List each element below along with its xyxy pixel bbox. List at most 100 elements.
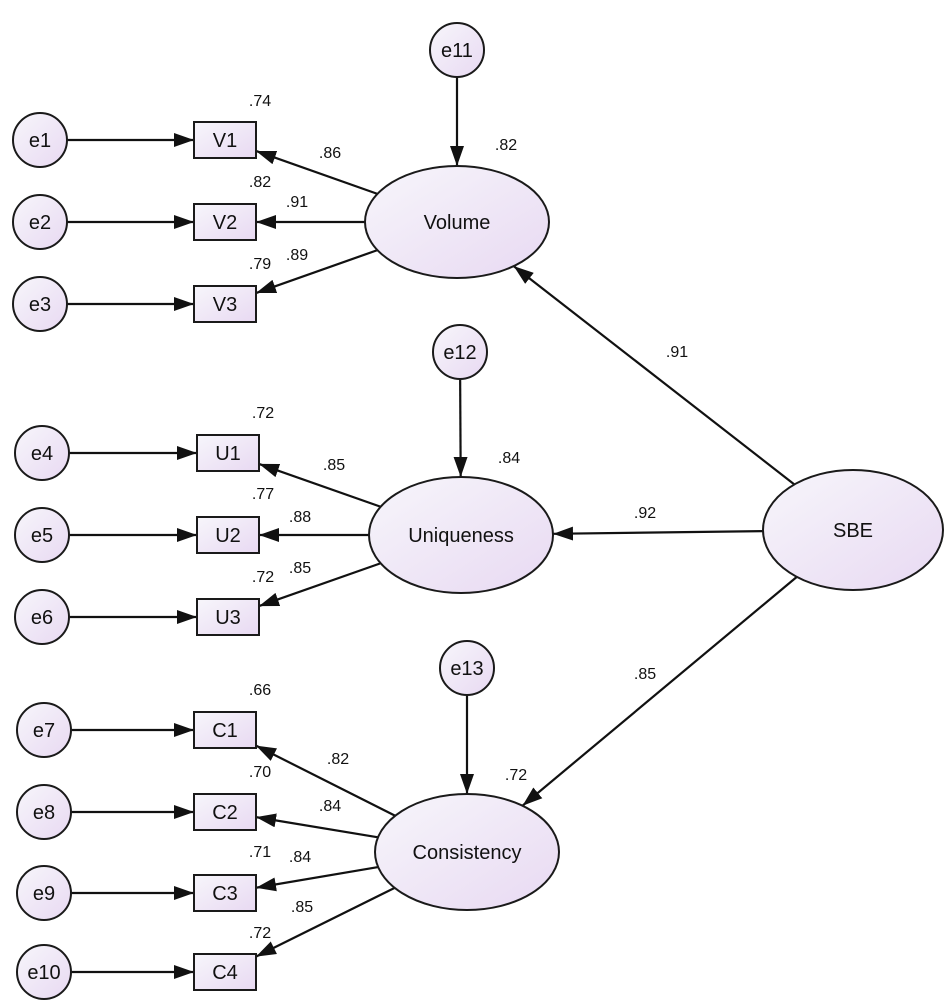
- node-label: Consistency: [413, 842, 522, 864]
- ellipse-shape: [374, 793, 560, 911]
- node-label: e10: [27, 962, 60, 984]
- indicator-v3: V3: [193, 285, 257, 323]
- path-coefficient-uniqueness-u1: .85: [323, 457, 345, 474]
- path-arrow-volume-to-v1: [255, 149, 378, 195]
- error-term-e5: e5: [14, 507, 70, 563]
- latent-uniqueness: Uniqueness: [368, 476, 554, 594]
- rect-shape: [196, 598, 260, 636]
- path-coefficient-sbe-volume: .91: [666, 344, 688, 361]
- circle-shape: [16, 944, 72, 1000]
- r-squared-c2: .70: [249, 764, 271, 781]
- circle-shape: [16, 865, 72, 921]
- node-label: U2: [215, 525, 241, 547]
- path-arrow-consistency-to-c2: [255, 813, 379, 839]
- node-label: e4: [31, 443, 53, 465]
- node-label: C4: [212, 962, 238, 984]
- path-arrow-sbe-to-volume: [513, 265, 796, 486]
- rect-shape: [193, 711, 257, 749]
- indicator-v1: V1: [193, 121, 257, 159]
- error-term-e9: e9: [16, 865, 72, 921]
- path-coefficient-consistency-c3: .84: [289, 849, 311, 866]
- rect-shape: [193, 203, 257, 241]
- error-term-e3: e3: [12, 276, 68, 332]
- path-coefficient-consistency-c4: .85: [291, 899, 313, 916]
- node-label: C2: [212, 802, 238, 824]
- r-squared-v1: .74: [249, 93, 271, 110]
- rect-shape: [193, 285, 257, 323]
- path-arrow-consistency-to-c1: [255, 744, 396, 817]
- r-squared-volume: .82: [495, 137, 517, 154]
- node-label: e5: [31, 525, 53, 547]
- node-label: e13: [450, 658, 483, 680]
- r-squared-c3: .71: [249, 844, 271, 861]
- node-label: V1: [213, 130, 237, 152]
- circle-shape: [14, 425, 70, 481]
- error-term-e13: e13: [439, 640, 495, 696]
- node-label: U1: [215, 443, 241, 465]
- path-coefficient-volume-v1: .86: [319, 145, 341, 162]
- latent-volume: Volume: [364, 165, 550, 279]
- error-term-e4: e4: [14, 425, 70, 481]
- path-coefficient-consistency-c2: .84: [319, 798, 341, 815]
- path-coefficient-sbe-consistency: .85: [634, 666, 656, 683]
- node-label: V3: [213, 294, 237, 316]
- node-label: e11: [441, 40, 473, 62]
- r-squared-u1: .72: [252, 405, 274, 422]
- latent-sbe: SBE: [762, 469, 944, 591]
- path-coefficient-consistency-c1: .82: [327, 751, 349, 768]
- rect-shape: [193, 874, 257, 912]
- circle-shape: [12, 194, 68, 250]
- path-arrow-e12-to-uniqueness: [453, 378, 468, 478]
- ellipse-shape: [762, 469, 944, 591]
- node-label: Volume: [424, 212, 491, 234]
- indicator-c1: C1: [193, 711, 257, 749]
- indicator-c3: C3: [193, 874, 257, 912]
- circle-shape: [12, 112, 68, 168]
- circle-shape: [429, 22, 485, 78]
- r-squared-v2: .82: [249, 174, 271, 191]
- rect-shape: [193, 121, 257, 159]
- node-label: e12: [443, 342, 476, 364]
- r-squared-c4: .72: [249, 925, 271, 942]
- circle-shape: [439, 640, 495, 696]
- circle-shape: [14, 507, 70, 563]
- rect-shape: [193, 793, 257, 831]
- latent-consistency: Consistency: [374, 793, 560, 911]
- circle-shape: [12, 276, 68, 332]
- path-arrow-uniqueness-to-u1: [258, 462, 382, 508]
- edges-layer: [67, 77, 798, 979]
- path-arrow-uniqueness-to-u3: [258, 562, 382, 608]
- node-label: V2: [213, 212, 237, 234]
- indicator-u3: U3: [196, 598, 260, 636]
- error-term-e8: e8: [16, 784, 72, 840]
- node-label: e8: [33, 802, 55, 824]
- path-arrow-volume-to-v3: [255, 249, 378, 295]
- path-coefficient-sbe-uniqueness: .92: [634, 505, 656, 522]
- error-term-e6: e6: [14, 589, 70, 645]
- path-arrow-sbe-to-consistency: [521, 576, 798, 807]
- circle-shape: [14, 589, 70, 645]
- node-label: Uniqueness: [408, 525, 514, 547]
- indicator-u2: U2: [196, 516, 260, 554]
- rect-shape: [193, 953, 257, 991]
- rect-shape: [196, 516, 260, 554]
- path-arrow-consistency-to-c3: [255, 865, 379, 892]
- circle-shape: [16, 784, 72, 840]
- r-squared-consistency: .72: [505, 767, 527, 784]
- node-label: e3: [29, 294, 51, 316]
- error-term-e12: e12: [432, 324, 488, 380]
- node-label: C1: [212, 720, 238, 742]
- circle-shape: [432, 324, 488, 380]
- indicator-u1: U1: [196, 434, 260, 472]
- node-label: U3: [215, 607, 241, 629]
- error-term-e2: e2: [12, 194, 68, 250]
- labels-layer: .86.91.89.85.88.85.82.84.84.85.91.92.85.…: [249, 93, 688, 942]
- path-coefficient-uniqueness-u2: .88: [289, 509, 311, 526]
- path-coefficient-volume-v2: .91: [286, 194, 308, 211]
- r-squared-u3: .72: [252, 569, 274, 586]
- r-squared-c1: .66: [249, 682, 271, 699]
- indicator-c2: C2: [193, 793, 257, 831]
- path-arrow-sbe-to-uniqueness: [552, 526, 764, 541]
- ellipse-shape: [368, 476, 554, 594]
